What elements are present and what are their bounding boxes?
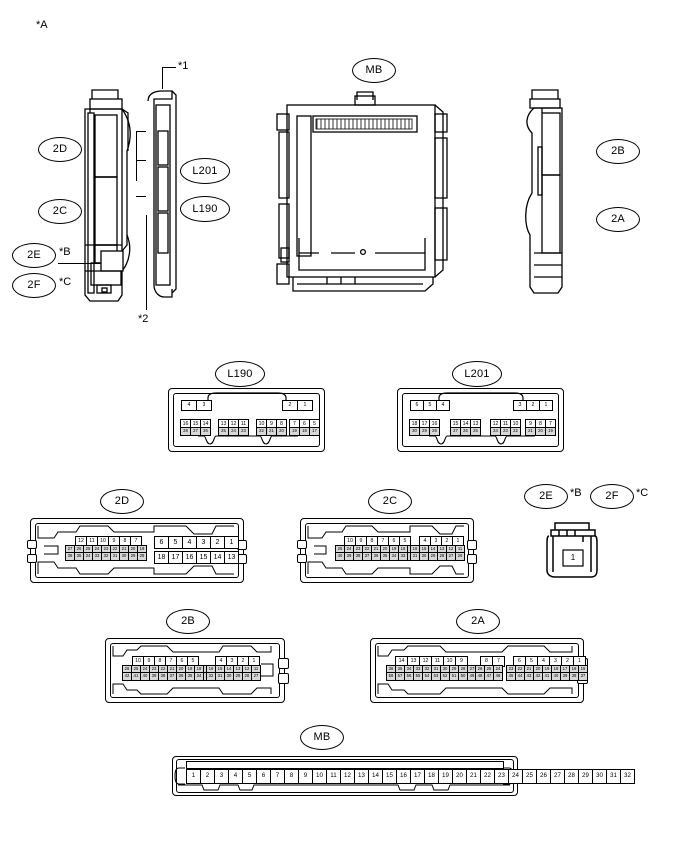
c2c-left-top-row: 10 9 8 7 6 5 [344, 536, 411, 547]
mb-pin: 2 [200, 769, 215, 784]
note-2-label: *2 [138, 313, 149, 325]
note-b-label-2: *B [570, 487, 582, 499]
mb-pin: 13 [354, 769, 369, 784]
callout-2e-connector[interactable]: 2E [524, 484, 568, 509]
mb-pin: 17 [410, 769, 425, 784]
c2a-mid-bottom-row: 48 47 46 [475, 672, 503, 681]
mb-pin: 24 [508, 769, 523, 784]
c2a-right-bottom-row: 45 44 43 42 41 40 39 38 37 [506, 672, 588, 681]
c2a-left-bottom-row: 58 57 56 55 54 53 52 51 50 49 [386, 672, 477, 681]
c2c-left-bottom-row: 40 39 38 37 36 35 34 33 32 [335, 552, 417, 561]
callout-mb-view[interactable]: MB [352, 58, 396, 83]
bracket-illustration [142, 85, 190, 305]
callout-2b-view[interactable]: 2B [596, 139, 640, 164]
mb-pin: 15 [382, 769, 397, 784]
mb-pin: 10 [312, 769, 327, 784]
mb-pin: 7 [270, 769, 285, 784]
mb-pin: 32 [620, 769, 635, 784]
left-module-illustration [70, 85, 180, 315]
leader-window-rail [136, 131, 137, 181]
mb-pin: 21 [466, 769, 481, 784]
mb-pin: 27 [550, 769, 565, 784]
mb-pin: 6 [256, 769, 271, 784]
mb-pin: 18 [424, 769, 439, 784]
leader-window-3 [136, 196, 146, 197]
note-1-label: *1 [178, 60, 189, 72]
mb-pin: 20 [452, 769, 467, 784]
mb-pin: 9 [298, 769, 313, 784]
callout-2f-view[interactable]: 2F [12, 273, 56, 298]
leader-window-2 [136, 160, 146, 161]
note-c-label-2: *C [636, 487, 649, 499]
callout-l190-connector[interactable]: L190 [215, 361, 265, 387]
c2b-right-top-row: 4 3 2 1 [215, 656, 260, 667]
mb-pin: 25 [522, 769, 537, 784]
mb-pin: 29 [578, 769, 593, 784]
mb-pin: 30 [592, 769, 607, 784]
c2b-left-mid-row: 26 25 24 23 22 21 20 19 18 17 [122, 665, 213, 674]
callout-2a-connector[interactable]: 2A [456, 609, 500, 634]
mb-pin: 3 [214, 769, 229, 784]
callout-2d-view[interactable]: 2D [38, 137, 82, 162]
mb-pin: 23 [494, 769, 509, 784]
note-c-label: *C [59, 276, 72, 288]
callout-mb-connector[interactable]: MB [300, 725, 344, 750]
mb-pin: 26 [536, 769, 551, 784]
c2d-right-bottom-row: 18 17 16 15 14 13 [154, 551, 239, 564]
mb-module-illustration [275, 88, 455, 303]
mb-pin: 31 [606, 769, 621, 784]
callout-2c-connector[interactable]: 2C [368, 489, 412, 514]
mb-pin: 19 [438, 769, 453, 784]
l190-top-right-pins: 2 1 [282, 400, 313, 411]
leader-window-1 [136, 131, 146, 132]
c2b-left-bottom-row: 42 41 40 39 38 37 36 35 34 33 [122, 672, 213, 681]
c2b-right-bottom-row: 32 31 30 29 28 27 [206, 672, 261, 681]
callout-2f-connector[interactable]: 2F [590, 484, 634, 509]
note-a-label: *A [36, 19, 48, 31]
callout-2d-connector[interactable]: 2D [100, 489, 144, 514]
l201-top-left-pins: 6 5 4 [410, 400, 450, 411]
c2a-left-mid-row: 36 35 34 33 32 31 30 29 28 27 [386, 665, 477, 674]
callout-l201-view[interactable]: L201 [180, 158, 230, 184]
right-module-illustration [520, 85, 600, 300]
c2d-right-top-row: 6 5 4 3 2 1 [154, 536, 239, 549]
callout-2a-view[interactable]: 2A [596, 207, 640, 232]
leader-line-note1-h [162, 67, 176, 68]
mb-pin: 1 [186, 769, 201, 784]
mb-pin: 11 [326, 769, 341, 784]
leader-line-note1-v [162, 67, 163, 89]
c2d-left-bottom-row: 36 35 34 33 32 31 30 29 28 [65, 552, 147, 561]
callout-2c-view[interactable]: 2C [38, 199, 82, 224]
callout-l190-view[interactable]: L190 [180, 196, 230, 222]
callout-l201-connector[interactable]: L201 [452, 361, 502, 387]
mb-pin: 4 [228, 769, 243, 784]
l190-top-left-pins: 4 3 [181, 400, 212, 411]
mb-pin: 28 [564, 769, 579, 784]
l201-top-right-pins: 3 2 1 [513, 400, 553, 411]
connector-2e-2f[interactable] [545, 520, 601, 580]
mb-pin: 14 [368, 769, 383, 784]
mb-pin: 22 [480, 769, 495, 784]
mb-pin: 5 [242, 769, 257, 784]
mb-pin: 12 [340, 769, 355, 784]
callout-2b-connector[interactable]: 2B [166, 609, 210, 634]
note-b-label: *B [59, 246, 71, 258]
c2ef-pin-1: 1 [570, 552, 576, 562]
callout-2e-view[interactable]: 2E [12, 243, 56, 268]
mb-pin: 16 [396, 769, 411, 784]
c2c-right-bottom-row: 31 30 29 28 27 26 [410, 552, 465, 561]
mb-pin: 8 [284, 769, 299, 784]
leader-line-note2-v [146, 215, 147, 310]
leader-line-2ef [58, 263, 100, 264]
